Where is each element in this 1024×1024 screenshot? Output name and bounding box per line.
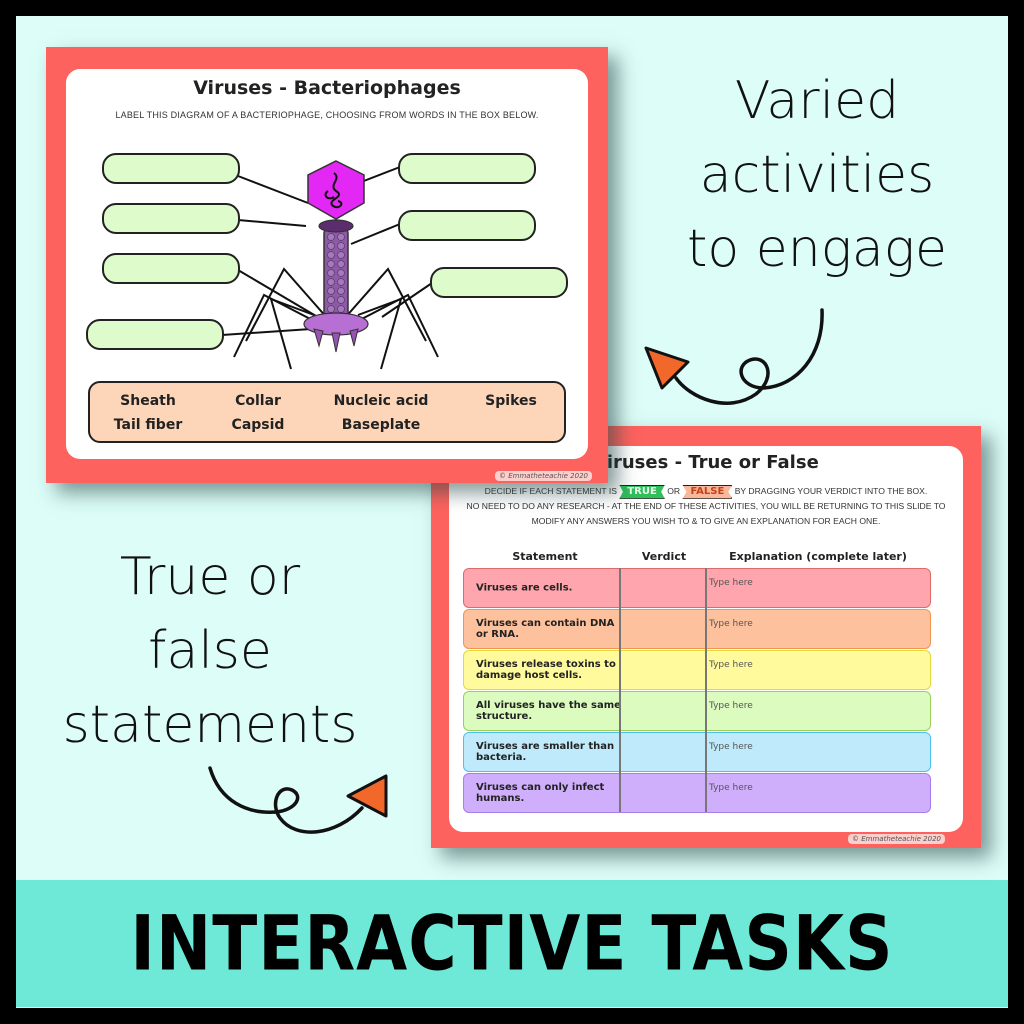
table-row: Viruses can only infect humans. Type her… (463, 773, 931, 813)
statement-cell: Viruses release toxins to damage host ce… (476, 659, 616, 681)
bacteriophage-diagram (221, 160, 439, 370)
explanation-input[interactable]: Type here (709, 660, 753, 670)
column-header-explanation: Explanation (complete later) (729, 550, 907, 563)
table-row: Viruses are smaller than bacteria. Type … (463, 732, 931, 772)
statement-cell: Viruses can contain DNA or RNA. (476, 618, 615, 640)
caption-line: activities (699, 145, 935, 205)
word-bank-item[interactable]: Collar (235, 393, 281, 409)
instruction-text: by dragging your verdict into the box. (734, 486, 928, 496)
caption-line: false (148, 621, 272, 681)
table-row: Viruses release toxins to damage host ce… (463, 650, 931, 690)
column-header-verdict: Verdict (641, 550, 687, 563)
word-bank-item[interactable]: Capsid (231, 417, 285, 433)
label-input-right-3[interactable] (430, 267, 568, 298)
explanation-input[interactable]: Type here (709, 619, 753, 629)
column-divider (705, 568, 707, 812)
word-bank-item[interactable]: Spikes (485, 393, 537, 409)
explanation-input[interactable]: Type here (709, 742, 753, 752)
statement-cell: Viruses can only infect humans. (476, 782, 605, 804)
slide-true-false-preview: Viruses - True or False Decide if each s… (431, 426, 981, 848)
curly-arrow-icon (644, 308, 824, 405)
baseplate-shape (303, 312, 369, 336)
instruction-text: modify any answers you wish to & to give… (531, 516, 881, 526)
label-input-left-4[interactable] (86, 319, 224, 350)
label-input-left-2[interactable] (102, 203, 240, 234)
true-badge[interactable]: TRUE (619, 484, 665, 499)
slide-bacteriophage-preview: Viruses - Bacteriophages Label this diag… (46, 47, 608, 483)
slide-title: Viruses - Bacteriophages (193, 77, 461, 99)
verdict-drop-zone[interactable] (621, 569, 707, 607)
slide-instructions: Decide if each statement is TRUE or FALS… (459, 484, 953, 529)
word-bank: Sheath Collar Nucleic acid Spikes Tail f… (88, 381, 566, 443)
instruction-text: No need to do any research - at the end … (466, 501, 946, 511)
banner-title: INTERACTIVE TASKS (130, 899, 894, 988)
explanation-input[interactable]: Type here (709, 783, 753, 793)
statement-cell: All viruses have the same structure. (476, 700, 621, 722)
curly-arrow-icon (208, 766, 388, 834)
explanation-input[interactable]: Type here (709, 701, 753, 711)
label-input-left-3[interactable] (102, 253, 240, 284)
caption-line: statements (62, 695, 358, 755)
table-row: Viruses are cells. Type here (463, 568, 931, 608)
word-bank-item[interactable]: Nucleic acid (333, 393, 429, 409)
caption-varied-activities: Varied activities to engage (652, 64, 982, 286)
word-bank-item[interactable]: Baseplate (341, 417, 421, 433)
verdict-drop-zone[interactable] (621, 651, 707, 689)
table-row: All viruses have the same structure. Typ… (463, 691, 931, 731)
word-bank-item[interactable]: Tail fiber (113, 417, 183, 433)
caption-line: Varied (734, 71, 900, 131)
statement-cell: Viruses are smaller than bacteria. (476, 741, 615, 763)
verdict-drop-zone[interactable] (621, 692, 707, 730)
slide-instructions: Label this diagram of a bacteriophage, c… (115, 110, 539, 120)
instruction-text: or (667, 486, 681, 496)
explanation-input[interactable]: Type here (709, 578, 753, 588)
copyright-label: © Emmatheteachie 2020 (848, 834, 945, 844)
statement-cell: Viruses are cells. (476, 582, 573, 594)
true-false-table: Viruses are cells. Type here Viruses can… (463, 568, 931, 814)
label-input-right-2[interactable] (398, 210, 536, 241)
nucleic-acid-shape (330, 172, 343, 209)
slide-content: Viruses - True or False Decide if each s… (449, 446, 963, 832)
label-input-right-1[interactable] (398, 153, 536, 184)
instruction-text: Decide if each statement is (484, 486, 617, 496)
verdict-drop-zone[interactable] (621, 733, 707, 771)
verdict-drop-zone[interactable] (621, 610, 707, 648)
caption-line: to engage (687, 219, 947, 279)
banner: INTERACTIVE TASKS (16, 880, 1008, 1007)
column-header-statement: Statement (512, 550, 578, 563)
table-row: Viruses can contain DNA or RNA. Type her… (463, 609, 931, 649)
caption-line: True or (119, 547, 301, 607)
label-input-left-1[interactable] (102, 153, 240, 184)
verdict-drop-zone[interactable] (621, 774, 707, 812)
false-badge[interactable]: FALSE (682, 484, 733, 499)
word-bank-item[interactable]: Sheath (120, 393, 176, 409)
caption-true-false: True or false statements (40, 540, 380, 762)
column-divider (619, 568, 621, 812)
copyright-label: © Emmatheteachie 2020 (495, 471, 592, 481)
slide-content: Viruses - Bacteriophages Label this diag… (66, 69, 588, 459)
promo-frame: Viruses - Bacteriophages Label this diag… (16, 16, 1008, 1008)
slide-title: Viruses - True or False (593, 452, 819, 473)
collar-shape (318, 219, 354, 233)
